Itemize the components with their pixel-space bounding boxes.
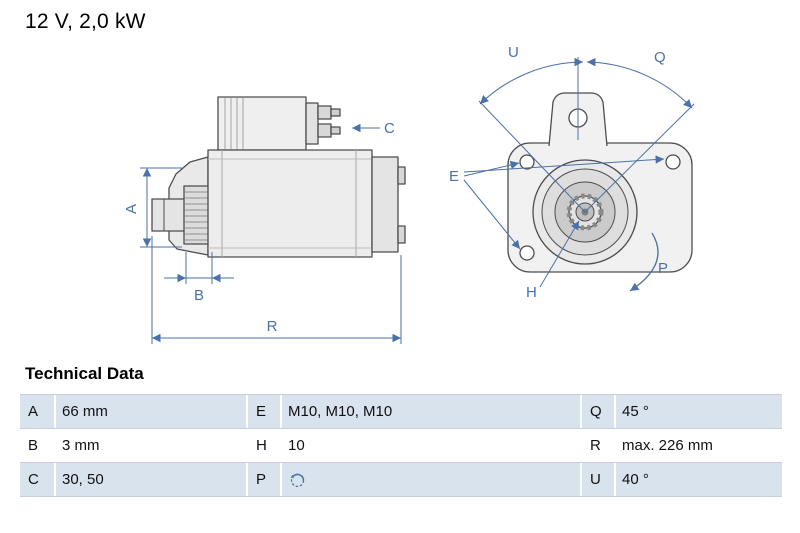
angle-label-u: U [508, 44, 519, 61]
spec-value-a: 66 mm [56, 395, 248, 428]
spec-key-r: R [582, 429, 616, 462]
solenoid [217, 96, 307, 151]
terminal-stud [317, 123, 332, 138]
angle-u-q [478, 57, 695, 213]
thread-leaders-e [463, 155, 665, 250]
rotation-label-p: P [658, 260, 668, 277]
spec-value-b: 3 mm [56, 429, 248, 462]
page-title: 12 V, 2,0 kW [25, 10, 146, 33]
bolt-hole [519, 245, 535, 261]
dimension-annotations [140, 57, 695, 344]
spec-value-u: 40 ° [622, 471, 649, 488]
technical-data-table: A 66 mm E M10, M10, M10 Q 45 ° B 3 mm H … [20, 394, 782, 497]
technical-data-section: Technical Data A 66 mm E M10, M10, M10 Q… [20, 364, 782, 497]
spec-value-e: M10, M10, M10 [282, 395, 582, 428]
table-row: B 3 mm H 10 R max. 226 mm [20, 428, 782, 462]
spec-key-c: C [20, 463, 56, 496]
table-row: C 30, 50 P U 40 ° [20, 462, 782, 496]
pinion-gear [183, 185, 212, 245]
spec-value-r: max. 226 mm [622, 437, 713, 454]
bolt-hole [665, 154, 681, 170]
spec-key-e: E [248, 395, 282, 428]
dim-label-c: C [384, 120, 395, 137]
terminal-stud [317, 105, 332, 120]
technical-drawing: A B C R U Q E H P [123, 44, 695, 344]
side-view-starter [151, 96, 406, 258]
thread-label-e: E [449, 168, 459, 185]
teeth-leader-h [539, 220, 580, 288]
spec-key-a: A [20, 395, 56, 428]
dim-label-b: B [194, 287, 204, 304]
spec-key-b: B [20, 429, 56, 462]
rotation-arrow-p [629, 232, 659, 292]
spec-key-h: H [248, 429, 282, 462]
spec-value-q: 45 ° [622, 403, 649, 420]
dimension-labels: A B C R U Q E H P [123, 44, 668, 335]
motor-body [207, 149, 373, 258]
spec-value-c: 30, 50 [56, 463, 248, 496]
spec-value-p [282, 463, 582, 496]
angle-label-q: Q [654, 49, 666, 66]
dim-a [140, 167, 182, 248]
dim-label-a: A [123, 204, 140, 214]
technical-data-heading: Technical Data [25, 364, 144, 383]
spec-value-h: 10 [282, 429, 582, 462]
front-view-starter [507, 92, 693, 273]
spec-key-p: P [248, 463, 282, 496]
rotation-ccw-icon [290, 473, 305, 488]
teeth-label-h: H [526, 284, 537, 301]
bolt-hole [519, 154, 535, 170]
table-row: A 66 mm E M10, M10, M10 Q 45 ° [20, 395, 782, 428]
shaft [151, 198, 186, 232]
rear-end-cap [371, 156, 399, 253]
dim-r [151, 236, 402, 344]
dim-label-r: R [267, 318, 278, 335]
dim-b [164, 252, 234, 284]
spec-key-u: U [582, 463, 616, 496]
spec-key-q: Q [582, 395, 616, 428]
